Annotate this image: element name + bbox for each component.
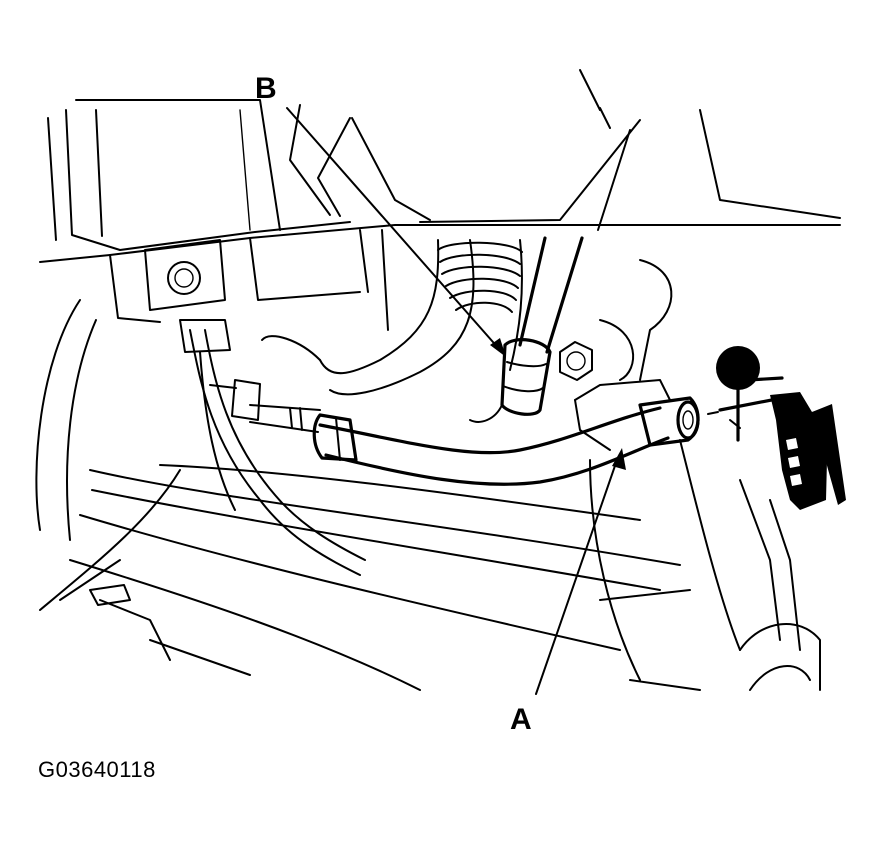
- callout-leaders: [286, 107, 626, 695]
- intake-duct: [261, 239, 523, 396]
- callout-label-b: B: [255, 72, 277, 105]
- leader-b: [286, 107, 501, 351]
- hose-a: [209, 379, 700, 486]
- arrowhead-b: [490, 338, 506, 357]
- figure-code: G03640118: [38, 757, 156, 782]
- upper-vacuum-hose: [469, 236, 584, 423]
- vacuum-pump-icon: [707, 346, 846, 510]
- leader-a: [535, 459, 618, 695]
- callout-label-a: A: [510, 703, 532, 736]
- mounting-bolt: [559, 341, 593, 381]
- wire-harness: [179, 319, 366, 576]
- arrowhead-a: [612, 448, 626, 470]
- engine-body-outline: [35, 69, 841, 691]
